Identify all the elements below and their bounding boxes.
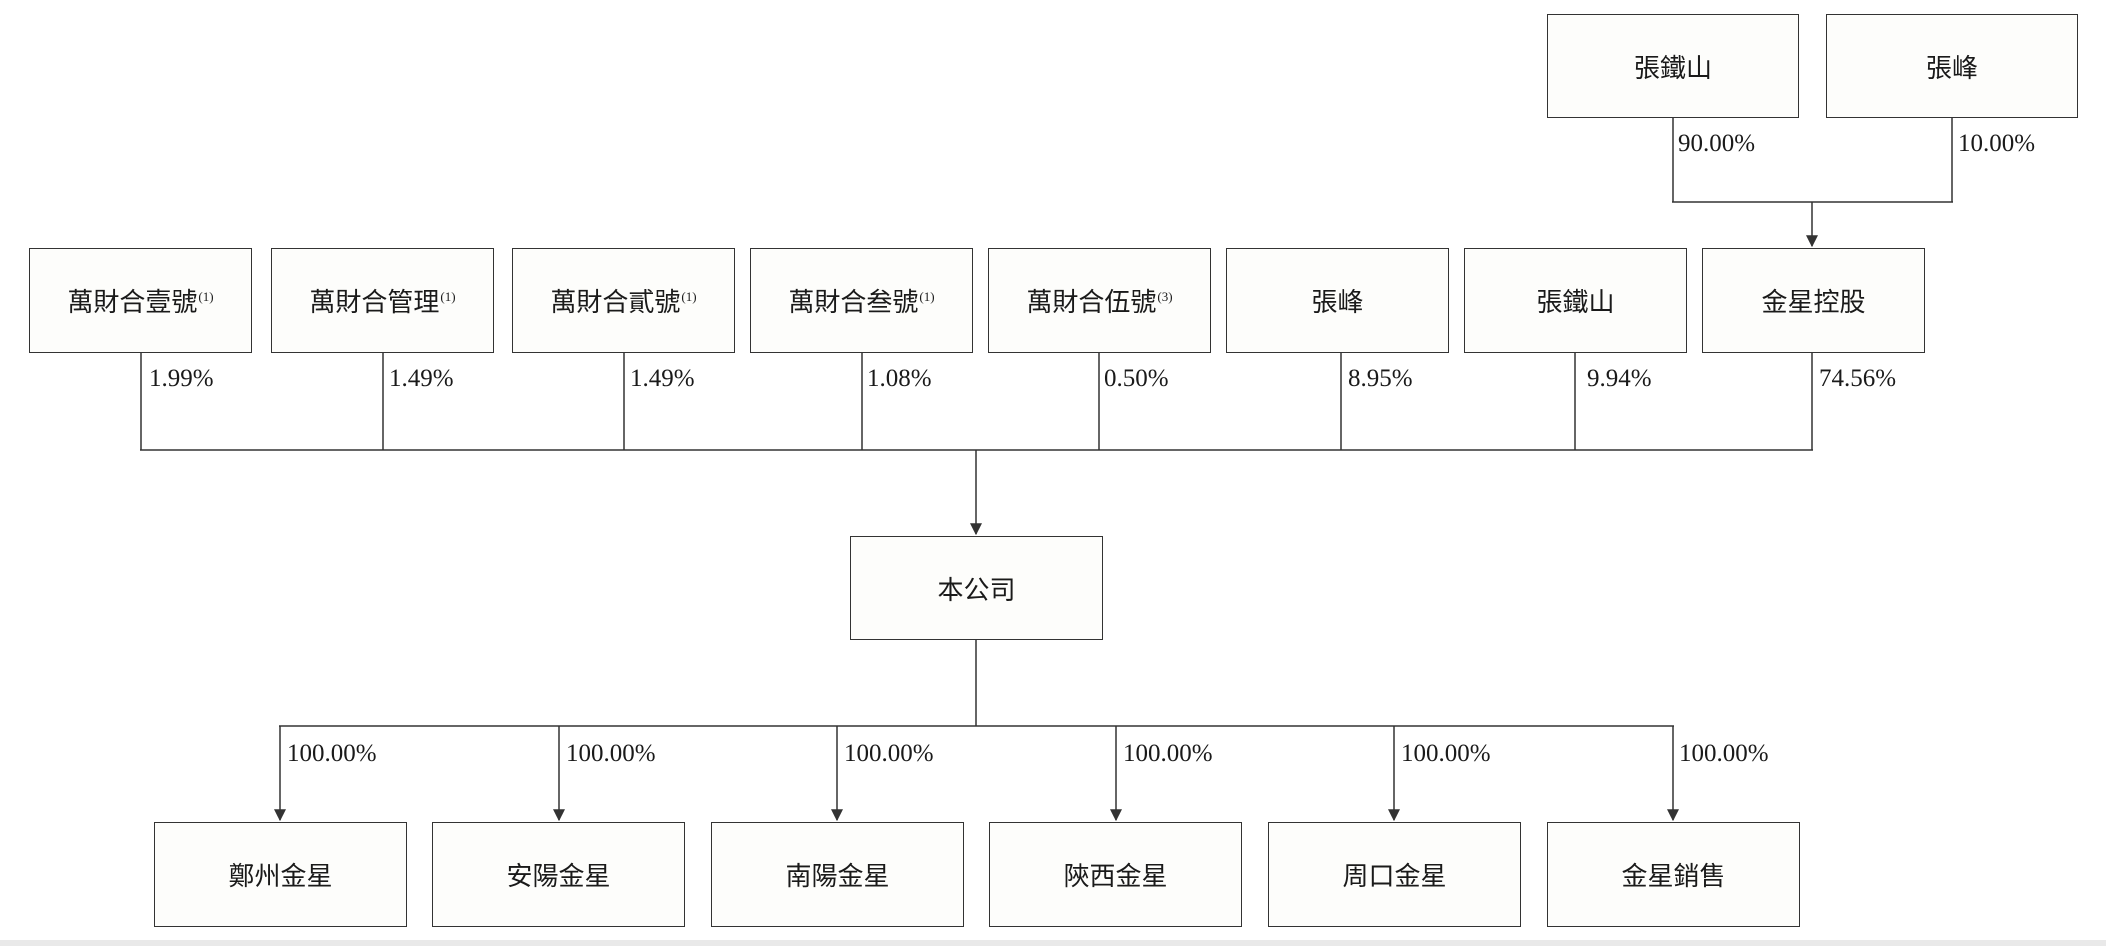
shareholder-name: 萬財合壹號 (67, 288, 198, 317)
subsidiary-stake: 100.00% (566, 740, 656, 767)
page-bottom-edge (0, 940, 2106, 946)
subsidiary-name: 安陽金星 (506, 862, 611, 891)
subsidiary-connectors (274, 640, 1679, 822)
subsidiary-name: 金星銷售 (1621, 862, 1726, 891)
shareholder-stake: 74.56% (1819, 365, 1897, 392)
top-owner-name: 張峰 (1925, 53, 1978, 83)
shareholder-stake: 1.08% (867, 365, 932, 392)
footnote-marker: (1) (681, 288, 697, 304)
shareholder-box: 張峰 (1226, 248, 1449, 353)
top-owner-box: 張鐵山 (1547, 14, 1799, 118)
shareholder-stake: 9.94% (1587, 365, 1652, 392)
shareholder-connectors (140, 353, 1813, 536)
subsidiary-name: 周口金星 (1342, 862, 1447, 891)
subsidiary-stake: 100.00% (287, 740, 377, 767)
shareholder-box: 萬財合管理(1) (271, 248, 494, 353)
top-owner-connectors (1672, 118, 1953, 248)
company-name: 本公司 (937, 575, 1016, 605)
shareholder-stake: 0.50% (1104, 365, 1169, 392)
subsidiary-name: 南陽金星 (785, 862, 890, 891)
subsidiary-box: 安陽金星 (432, 822, 685, 927)
shareholder-name: 張鐵山 (1536, 288, 1615, 317)
shareholder-stake: 1.99% (149, 365, 214, 392)
top-owner-stake: 90.00% (1678, 130, 1756, 157)
top-owner-box: 張峰 (1826, 14, 2078, 118)
shareholder-name: 萬財合貳號 (550, 288, 681, 317)
shareholder-stake: 1.49% (630, 365, 695, 392)
shareholder-name: 萬財合伍號 (1026, 288, 1157, 317)
top-owner-name: 張鐵山 (1633, 53, 1712, 83)
subsidiary-stake: 100.00% (844, 740, 934, 767)
subsidiary-name: 鄭州金星 (228, 862, 333, 891)
shareholder-name: 金星控股 (1761, 288, 1866, 317)
footnote-marker: (1) (919, 288, 935, 304)
subsidiary-stake: 100.00% (1401, 740, 1491, 767)
shareholder-box: 張鐵山 (1464, 248, 1687, 353)
footnote-marker: (1) (440, 288, 456, 304)
subsidiary-box: 金星銷售 (1547, 822, 1800, 927)
top-owner-stake: 10.00% (1958, 130, 2036, 157)
shareholder-name: 萬財合叁號 (788, 288, 919, 317)
subsidiary-name: 陝西金星 (1063, 862, 1168, 891)
subsidiary-stake: 100.00% (1123, 740, 1213, 767)
shareholder-stake: 8.95% (1348, 365, 1413, 392)
subsidiary-box: 南陽金星 (711, 822, 964, 927)
shareholder-box: 萬財合叁號(1) (750, 248, 973, 353)
shareholder-box: 萬財合壹號(1) (29, 248, 252, 353)
shareholder-box: 萬財合貳號(1) (512, 248, 735, 353)
shareholder-box: 金星控股 (1702, 248, 1925, 353)
shareholder-stake: 1.49% (389, 365, 454, 392)
subsidiary-box: 陝西金星 (989, 822, 1242, 927)
shareholder-name: 張峰 (1311, 288, 1364, 317)
footnote-marker: (3) (1157, 288, 1173, 304)
subsidiary-stake: 100.00% (1679, 740, 1769, 767)
subsidiary-box: 鄭州金星 (154, 822, 407, 927)
subsidiary-box: 周口金星 (1268, 822, 1521, 927)
company-box: 本公司 (850, 536, 1103, 640)
shareholder-name: 萬財合管理 (309, 288, 440, 317)
footnote-marker: (1) (198, 288, 214, 304)
shareholder-box: 萬財合伍號(3) (988, 248, 1211, 353)
